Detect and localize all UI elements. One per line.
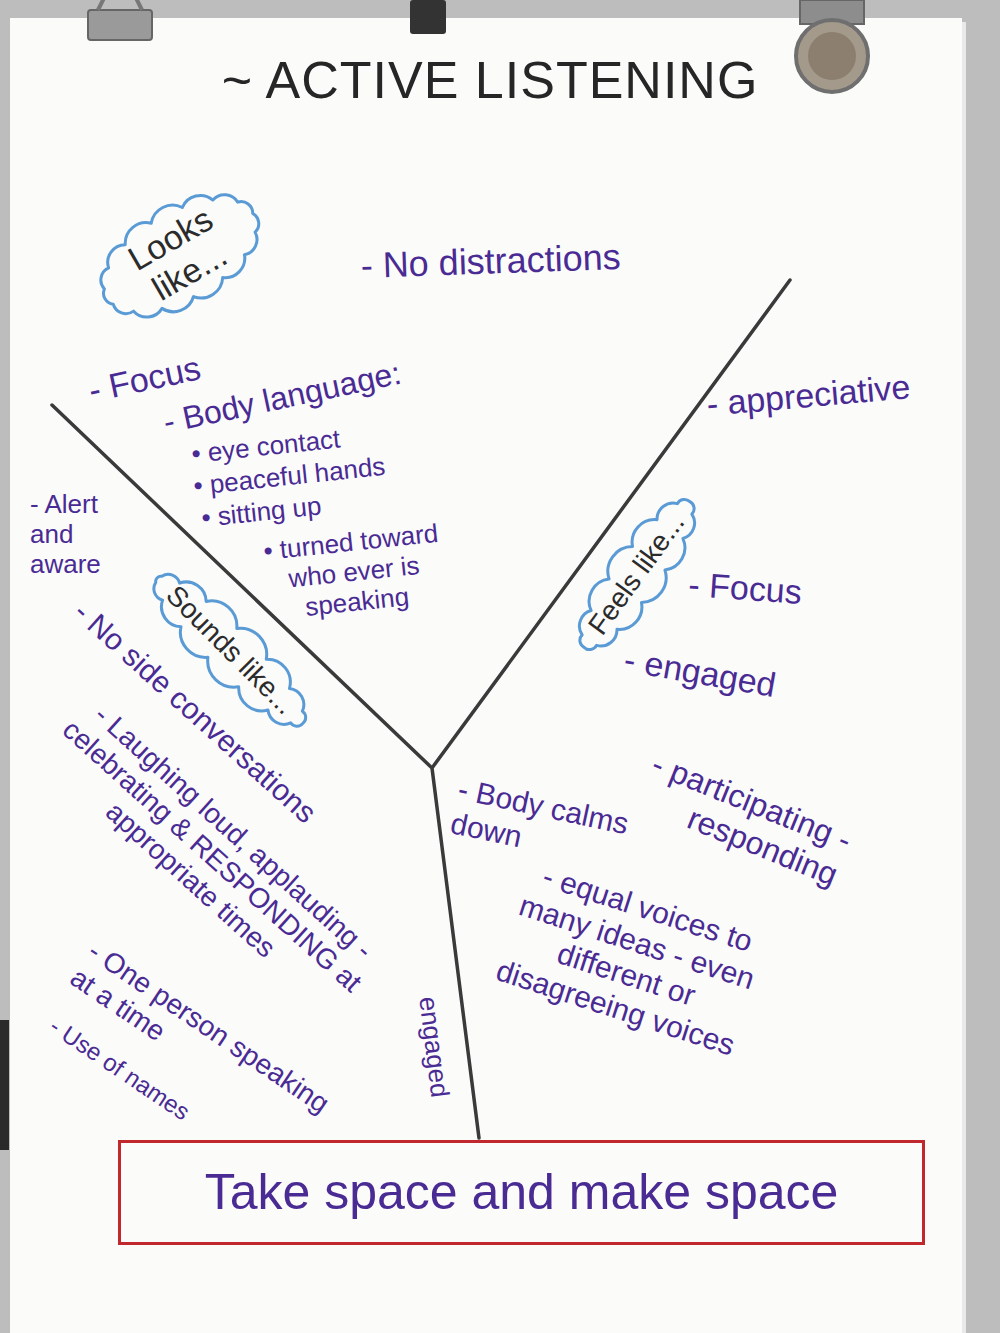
- cloud-shape: [560, 483, 715, 664]
- note-text: - engaged: [621, 640, 779, 705]
- note-text: - No distractions: [360, 236, 621, 286]
- note-text: - equal voices to many ideas - even diff…: [472, 848, 790, 1069]
- cloud-heading: Looks like...: [74, 164, 287, 346]
- chart-title: ~ ACTIVE LISTENING: [100, 50, 880, 110]
- wall-edge: [0, 1020, 9, 1150]
- note-text: - Alert and aware: [30, 490, 125, 580]
- magnet: [410, 0, 446, 34]
- summary-box: Take space and make space: [118, 1140, 925, 1245]
- cloud-shape: [80, 169, 279, 342]
- box-label: Take space and make space: [205, 1165, 839, 1220]
- binder-clip-handle: [98, 0, 142, 10]
- round-clip-center: [808, 32, 856, 80]
- cloud-label: Looks like...: [105, 190, 255, 320]
- node-text-wrap: Looks like...: [105, 190, 255, 320]
- note-text: • turned toward who ever is speaking: [235, 516, 473, 629]
- round-clip: [796, 20, 868, 92]
- cloud-shape: [135, 555, 324, 744]
- note-text: - Focus: [687, 565, 803, 612]
- node-text-wrap: Take space and make space: [205, 1165, 839, 1220]
- note-text: - appreciative: [705, 367, 912, 424]
- paper: [10, 18, 962, 1333]
- note-text: engaged: [412, 995, 454, 1099]
- binder-clip: [88, 10, 152, 40]
